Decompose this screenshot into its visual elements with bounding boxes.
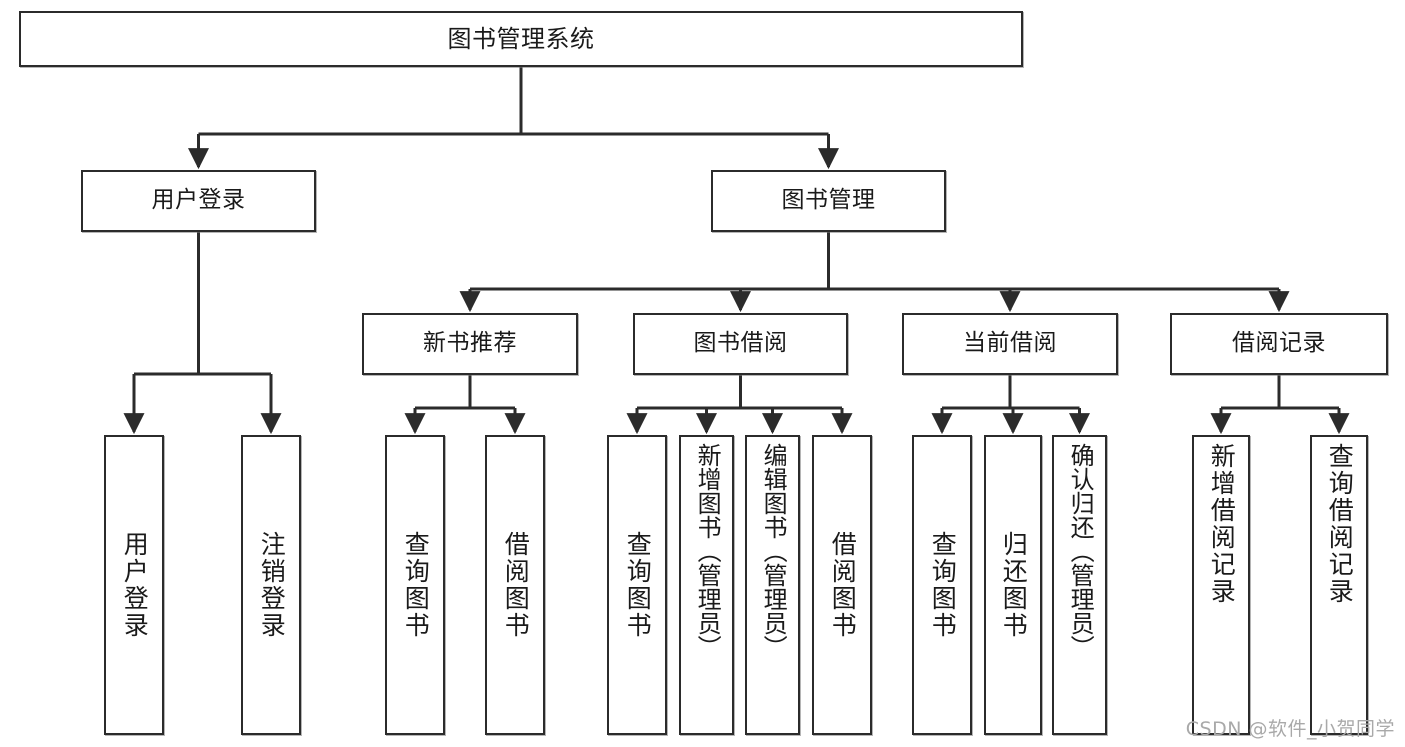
- node-l5[interactable]: 查询图书: [607, 435, 667, 735]
- node-l9[interactable]: 查询图书: [912, 435, 972, 735]
- node-label: 当前借阅: [963, 330, 1057, 357]
- node-l11[interactable]: 确认归还（管理员）: [1052, 435, 1107, 735]
- node-label: 新书推荐: [423, 330, 517, 357]
- node-label: 借阅记录: [1232, 330, 1326, 357]
- node-label: 借阅图书: [828, 531, 858, 639]
- node-login[interactable]: 用户登录: [81, 170, 316, 232]
- node-label: 图书借阅: [693, 330, 788, 357]
- node-l13[interactable]: 查询借阅记录: [1310, 435, 1368, 735]
- node-label: 注销登录: [257, 531, 287, 639]
- node-l6[interactable]: 新增图书（管理员）: [679, 435, 734, 735]
- node-label: 用户登录: [120, 531, 150, 639]
- node-l10[interactable]: 归还图书: [984, 435, 1042, 735]
- node-l7[interactable]: 编辑图书（管理员）: [745, 435, 800, 735]
- node-label: 查询图书: [401, 531, 431, 639]
- node-label: 用户登录: [151, 187, 246, 214]
- node-l1[interactable]: 用户登录: [104, 435, 164, 735]
- node-label: 借阅图书: [501, 531, 531, 639]
- node-newbook[interactable]: 新书推荐: [362, 313, 578, 375]
- node-records[interactable]: 借阅记录: [1170, 313, 1388, 375]
- node-label: 确认归还（管理员）: [1066, 443, 1095, 659]
- node-bookmgmt[interactable]: 图书管理: [711, 170, 946, 232]
- node-root[interactable]: 图书管理系统: [19, 11, 1023, 67]
- node-l2[interactable]: 注销登录: [241, 435, 301, 735]
- watermark-label: CSDN @软件_小贺同学: [1185, 718, 1395, 740]
- node-borrow[interactable]: 图书借阅: [633, 313, 848, 375]
- node-label: 查询借阅记录: [1325, 443, 1355, 605]
- node-l3[interactable]: 查询图书: [385, 435, 445, 735]
- node-label: 查询图书: [928, 531, 958, 639]
- node-label: 编辑图书（管理员）: [759, 443, 788, 659]
- node-current[interactable]: 当前借阅: [902, 313, 1118, 375]
- node-label: 新增图书（管理员）: [693, 443, 722, 659]
- node-label: 图书管理: [781, 187, 876, 214]
- node-l4[interactable]: 借阅图书: [485, 435, 545, 735]
- node-label: 新增借阅记录: [1207, 443, 1237, 605]
- node-label: 查询图书: [623, 531, 653, 639]
- node-label: 归还图书: [999, 531, 1029, 639]
- node-label: 图书管理系统: [447, 24, 595, 53]
- node-l12[interactable]: 新增借阅记录: [1192, 435, 1250, 735]
- node-l8[interactable]: 借阅图书: [812, 435, 872, 735]
